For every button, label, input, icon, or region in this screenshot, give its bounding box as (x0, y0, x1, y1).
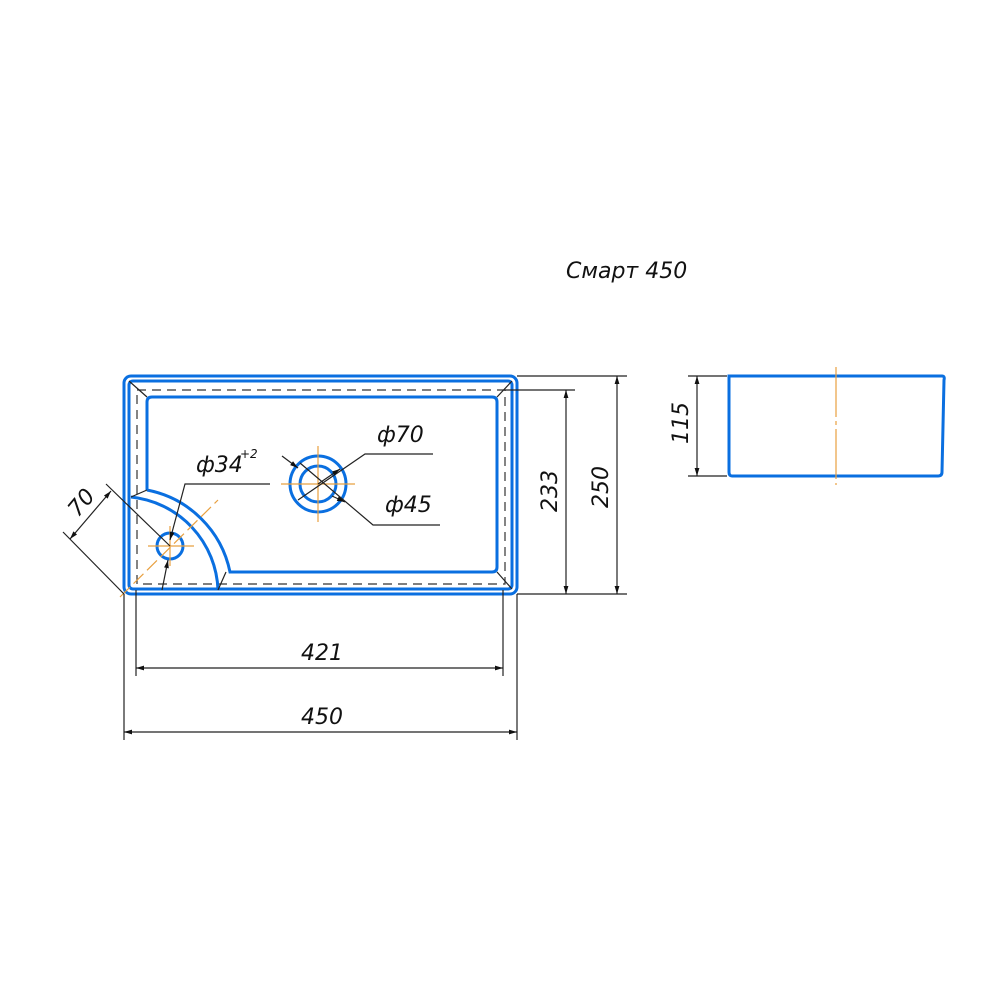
dim-drain-34: ф34 (196, 453, 243, 478)
dim-faucet-45: ф45 (385, 493, 432, 518)
dim-115: 115 (669, 402, 694, 444)
bowl-outline (145, 395, 499, 574)
side-view (727, 367, 946, 485)
side-outline (727, 374, 946, 478)
dim-250: 250 (589, 466, 614, 508)
dim-drain-tolerance: +2 (240, 447, 258, 461)
dimension-lines (62, 375, 727, 740)
top-view (119, 374, 519, 598)
dim-70: 70 (63, 484, 100, 522)
inner-rim (127, 379, 514, 591)
dim-421: 421 (301, 641, 343, 666)
drawing-title: Смарт 450 (566, 259, 687, 284)
dim-233: 233 (538, 470, 563, 512)
outer-rim (122, 374, 519, 596)
hidden-edge (136, 389, 506, 585)
dim-450: 450 (301, 705, 343, 730)
dim-faucet-70: ф70 (377, 423, 424, 448)
deck-arc (130, 495, 220, 591)
